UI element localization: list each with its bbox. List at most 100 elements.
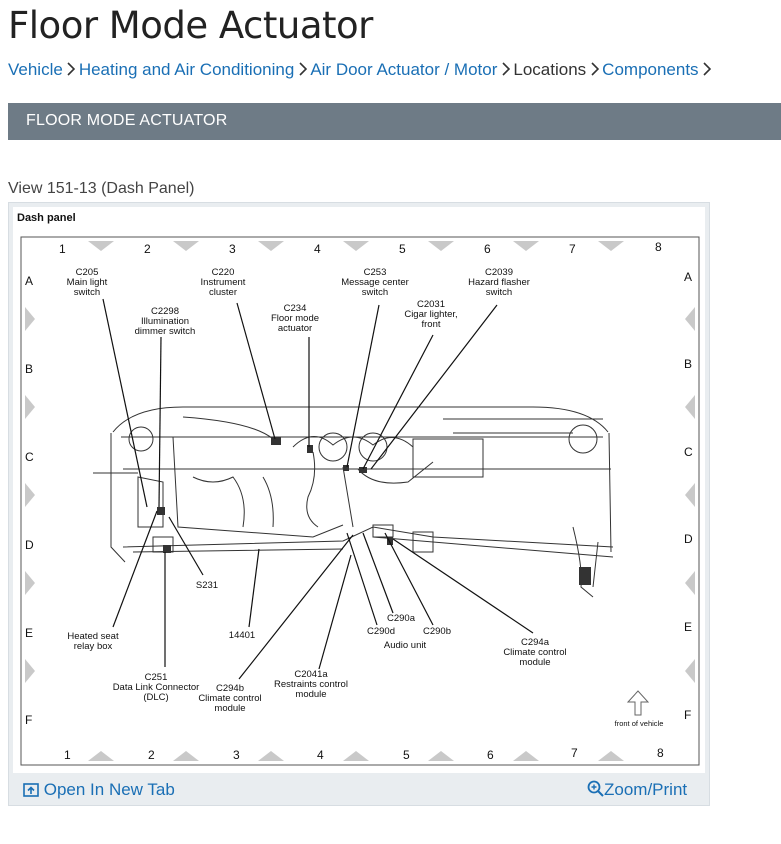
dash-panel-connectors [157,437,591,585]
callout-line: dimmer switch [135,326,196,337]
callout-line: relay box [74,641,113,652]
callout-line: Main light [67,277,108,288]
diagram-image[interactable]: Dash panel 1 2 3 4 5 6 7 [13,207,705,773]
callout-line: front [421,319,440,330]
grid-column-label: 1 [59,242,66,256]
grid-row-label: C [684,445,693,459]
chevron-right-icon [294,60,310,80]
callout-line: Cigar lighter, [404,309,457,320]
chevron-right-icon [497,60,513,80]
callout-line: Floor mode [271,313,319,324]
dash-panel-drawing [93,406,614,598]
callout-line: switch [486,287,512,298]
grid-row-label: E [25,626,33,640]
callout-line: cluster [209,287,237,298]
grid-column-label: 3 [233,748,240,762]
callout-line: Instrument [201,277,246,288]
callout-14401: 14401 [229,630,255,641]
zoom-print-link[interactable]: Zoom/Print [587,780,687,800]
callout-leader-lines [102,298,534,680]
breadcrumb-air-door-actuator[interactable]: Air Door Actuator / Motor [310,60,498,79]
callout-line: C294a [521,637,550,648]
open-in-new-tab-label: Open In New Tab [43,780,175,799]
callout-line: Data Link Connector [113,682,200,693]
callout-line: Climate control [198,693,261,704]
page-title: Floor Mode Actuator [8,4,373,47]
open-in-new-tab-link[interactable]: Open In New Tab [23,780,175,800]
callout-line: 14401 [229,630,255,641]
breadcrumb-locations: Locations [513,60,587,79]
grid-column-label: 2 [144,242,151,256]
diagram-footer: Open In New Tab Zoom/Print [9,773,709,805]
callout-line: C253 [364,267,387,278]
callout-line: C290a [387,613,416,624]
diagram-border [20,236,700,766]
callout-c290b: C290b [423,626,451,637]
grid-row-label: A [25,274,33,288]
breadcrumb-components[interactable]: Components [602,60,699,79]
callout-line: C290d [367,626,395,637]
callout-line: C294b [216,683,244,694]
grid-row-label: B [684,357,692,371]
chevron-right-icon [586,60,602,80]
zone-markers [25,241,695,761]
grid-column-label: 7 [571,746,578,760]
grid-column-label: 4 [314,242,321,256]
zoom-print-label: Zoom/Print [604,780,688,799]
new-tab-icon [23,783,39,797]
grid-row-label: A [684,270,692,284]
breadcrumb-heating-air[interactable]: Heating and Air Conditioning [78,60,295,79]
grid-column-label: 8 [655,240,662,254]
grid-row-label: C [25,450,34,464]
callout-line: (DLC) [143,692,168,703]
zoom-in-icon [587,780,604,797]
grid-row-label: D [684,532,693,546]
callout-c290a: C290a [387,613,416,624]
grid-column-label: 6 [487,748,494,762]
breadcrumb: Vehicle Heating and Air Conditioning Air D… [8,60,715,80]
callout-c290d: C290d [367,626,395,637]
callout-line: Heated seat [67,631,119,642]
callout-line: module [214,703,245,714]
grid-row-label: D [25,538,34,552]
callout-line: C2039 [485,267,513,278]
grid-column-label: 7 [569,242,576,256]
callout-line: Hazard flasher [468,277,530,288]
front-arrow-icon [626,690,650,716]
callout-line: Message center [341,277,409,288]
callout-line: C2041a [294,669,328,680]
grid-column-label: 6 [484,242,491,256]
grid-row-label: F [25,713,32,727]
callout-line: switch [74,287,100,298]
callout-line: Climate control [503,647,566,658]
callout-line: C220 [212,267,235,278]
grid-row-label: E [684,620,692,634]
callout-line: Restraints control [274,679,348,690]
view-caption: View 151-13 (Dash Panel) [8,180,195,197]
grid-column-label: 4 [317,748,324,762]
grid-column-label: 5 [399,242,406,256]
callout-line: C290b [423,626,451,637]
callout-line: C2298 [151,306,179,317]
diagram-frame: Dash panel 1 2 3 4 5 6 7 [8,202,710,806]
grid-row-label: F [684,708,691,722]
callout-audio-unit: Audio unit [384,640,427,651]
dash-panel-diagram: Dash panel 1 2 3 4 5 6 7 [17,212,700,766]
grid-column-label: 5 [403,748,410,762]
grid-column-label: 8 [657,746,664,760]
breadcrumb-vehicle[interactable]: Vehicle [8,60,63,79]
diagram-title: Dash panel [17,212,76,224]
grid-column-label: 2 [148,748,155,762]
callout-line: module [295,689,326,700]
